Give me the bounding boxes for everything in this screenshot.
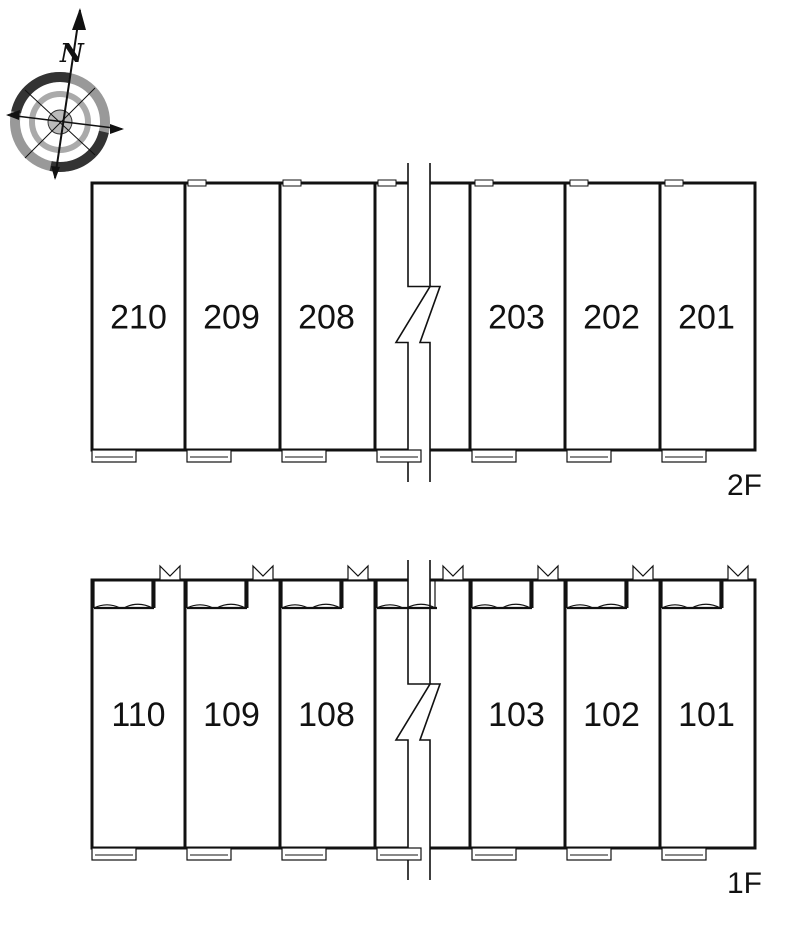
floor-label: 1F (727, 867, 762, 900)
entry-recess (720, 578, 753, 608)
balcony-window (376, 449, 422, 463)
break-line-left (394, 163, 432, 482)
entry-recess (625, 578, 658, 608)
balcony-window (566, 449, 612, 463)
meter-icon (159, 564, 181, 581)
room-number: 203 (488, 299, 545, 337)
balcony-window (376, 847, 422, 861)
room-number: 210 (110, 299, 167, 337)
entry-recess (530, 578, 563, 608)
compass-rose-icon (6, 8, 124, 180)
outer-wall-left (90, 181, 408, 452)
break-line-right (418, 163, 442, 482)
balcony-window (281, 847, 327, 861)
meter-icon (632, 564, 654, 581)
balcony-window (471, 847, 517, 861)
room-number: 103 (488, 696, 545, 734)
vent (282, 179, 302, 187)
balcony-window (661, 847, 707, 861)
meter-icon (347, 564, 369, 581)
room-number: 102 (583, 696, 640, 734)
balcony-window (281, 449, 327, 463)
room-number: 202 (583, 299, 640, 337)
balcony-window (471, 449, 517, 463)
vent (187, 179, 207, 187)
vent (377, 179, 397, 187)
room-number: 209 (203, 299, 260, 337)
floor-1f-plan: 110 109 108 103 102 101 1F (90, 560, 762, 900)
balcony-window (566, 847, 612, 861)
balcony-window (186, 449, 232, 463)
north-label: N (59, 39, 85, 69)
room-number: 101 (678, 696, 735, 734)
meter-icon (252, 564, 274, 581)
balcony-window (186, 847, 232, 861)
break-line-left (394, 560, 432, 880)
balcony-window (91, 847, 137, 861)
room-number: 108 (298, 696, 355, 734)
vent (664, 179, 684, 187)
room-number: 201 (678, 299, 735, 337)
room-number: 109 (203, 696, 260, 734)
floor-2f-plan: 210 209 208 203 202 201 2F (90, 163, 762, 502)
meter-icon (442, 564, 464, 581)
entry-recess (245, 578, 278, 608)
balcony-window (661, 449, 707, 463)
room-number: 208 (298, 299, 355, 337)
meter-icon (727, 564, 749, 581)
vent (474, 179, 494, 187)
entry-recess (152, 578, 185, 608)
meter-icon (537, 564, 559, 581)
entry-recess (340, 578, 373, 608)
balcony-window (91, 449, 137, 463)
break-line-right (418, 560, 442, 880)
room-number: 110 (111, 696, 165, 734)
floor-label: 2F (727, 469, 762, 502)
vent (569, 179, 589, 187)
